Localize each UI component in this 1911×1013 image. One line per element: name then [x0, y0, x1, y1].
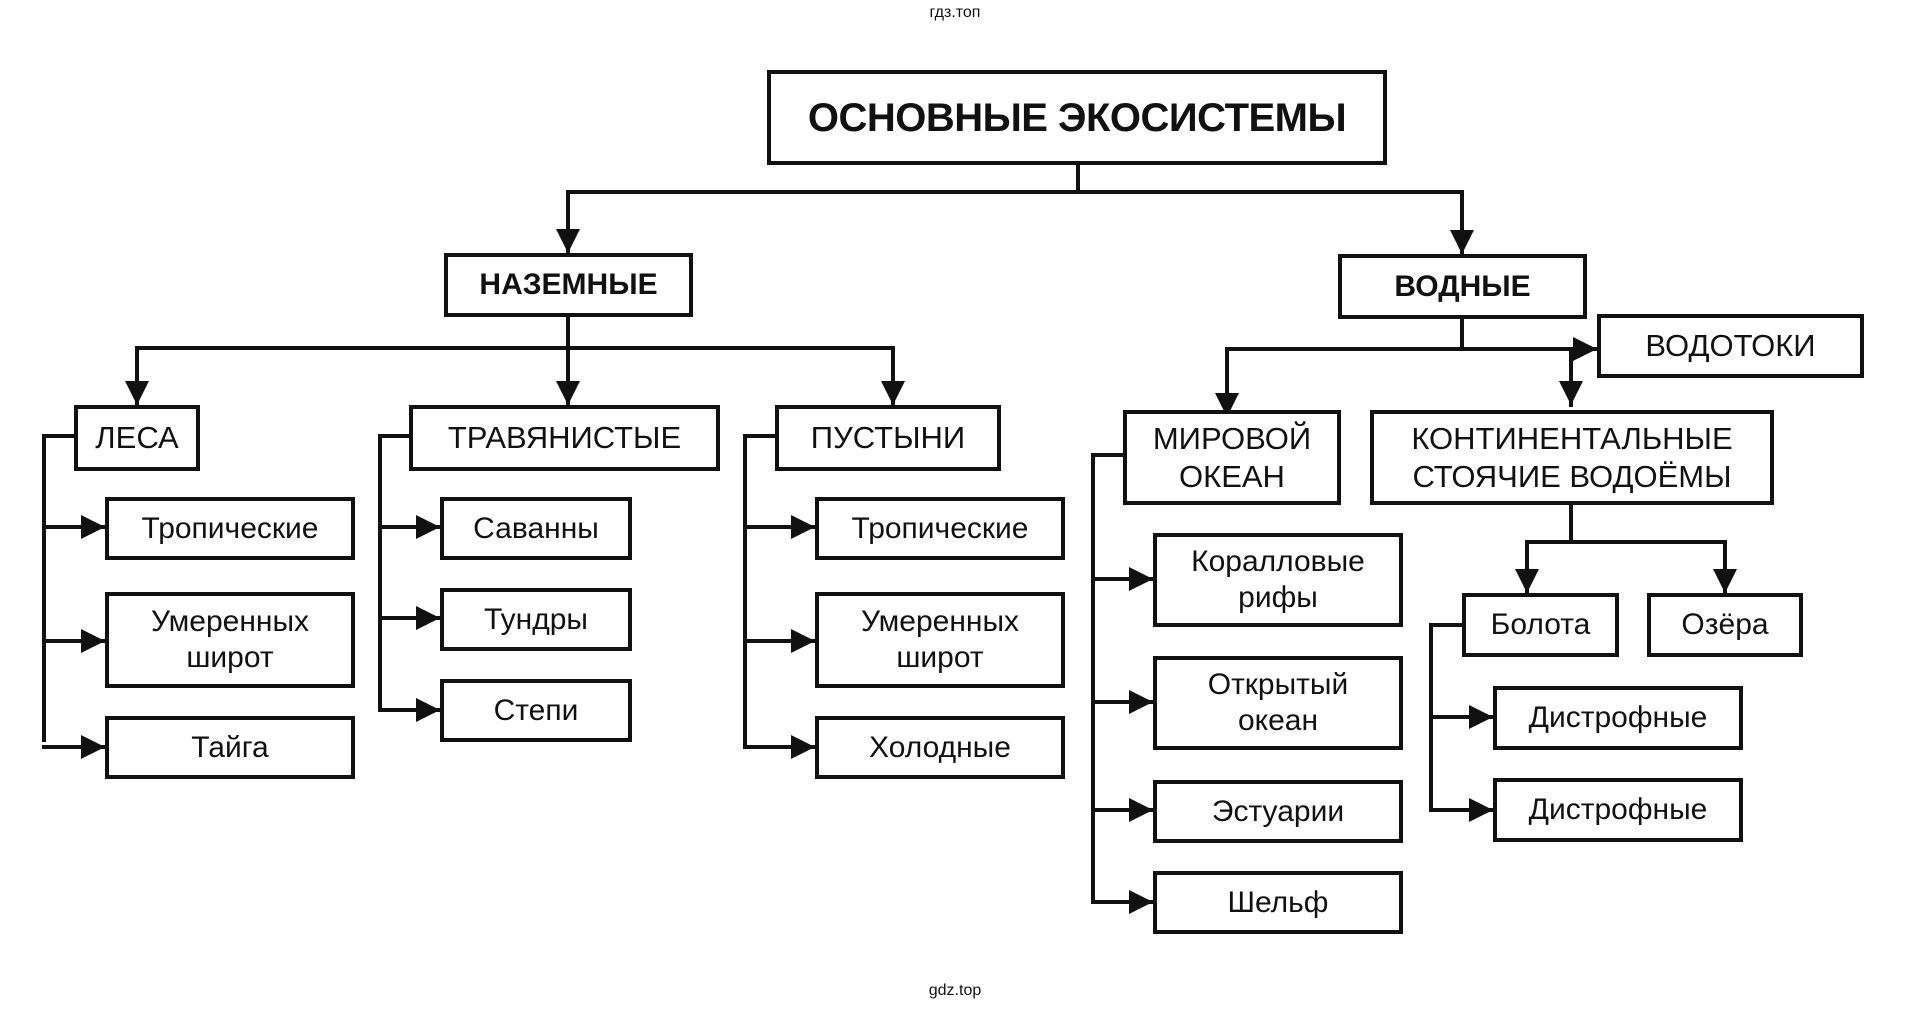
node-root: ОСНОВНЫЕ ЭКОСИСТЕМЫ: [767, 70, 1387, 165]
node-grasslands-steppes: Степи: [440, 679, 632, 742]
node-swamps-dystrophic-1: Дистрофные: [1493, 686, 1743, 750]
node-label: Тропические: [851, 511, 1029, 545]
node-deserts-tropical: Тропические: [815, 497, 1065, 560]
node-continental: КОНТИНЕНТАЛЬНЫЕ СТОЯЧИЕ ВОДОЁМЫ: [1370, 410, 1774, 505]
node-label: Открытый океан: [1207, 668, 1349, 737]
watermark-top: гдз.топ: [929, 4, 981, 21]
node-forests: ЛЕСА: [74, 405, 200, 471]
node-ocean-label: МИРОВОЙ ОКЕАН: [1152, 421, 1312, 494]
node-ocean-open: Открытый океан: [1153, 656, 1403, 750]
node-ocean-coral-reefs: Коралловые рифы: [1153, 533, 1403, 627]
node-deserts: ПУСТЫНИ: [775, 405, 1001, 471]
node-label: Саванны: [473, 511, 599, 545]
watermark-bottom: gdz.top: [928, 982, 982, 999]
node-label: Коралловые рифы: [1191, 545, 1365, 614]
node-label: Эстуарии: [1211, 794, 1345, 828]
connector-grasslands-spine: [378, 434, 411, 712]
node-forests-label: ЛЕСА: [95, 420, 179, 456]
connector-ocean-spine: [1091, 453, 1125, 904]
node-swamps: Болота: [1462, 593, 1619, 657]
node-label: Дистрофные: [1528, 701, 1708, 734]
node-deserts-cold: Холодные: [815, 716, 1065, 779]
node-deserts-label: ПУСТЫНИ: [810, 420, 966, 456]
node-lakes-label: Озёра: [1681, 608, 1769, 641]
node-forests-tropical: Тропические: [105, 497, 355, 560]
node-continental-label: КОНТИНЕНТАЛЬНЫЕ СТОЯЧИЕ ВОДОЁМЫ: [1411, 421, 1733, 494]
node-forests-taiga: Тайга: [105, 716, 355, 779]
connector-forests-spine: [42, 434, 76, 742]
node-ocean: МИРОВОЙ ОКЕАН: [1123, 410, 1341, 505]
node-terrestrial: НАЗЕМНЫЕ: [444, 253, 693, 317]
node-deserts-temperate: Умеренных широт: [815, 592, 1065, 688]
node-ocean-shelf: Шельф: [1153, 871, 1403, 934]
node-label: Дистрофные: [1528, 793, 1708, 826]
node-label: Умеренных широт: [860, 605, 1020, 674]
node-root-label: ОСНОВНЫЕ ЭКОСИСТЕМЫ: [807, 95, 1347, 140]
node-grasslands-savannas: Саванны: [440, 497, 632, 560]
node-streams-label: ВОДОТОКИ: [1645, 328, 1816, 364]
node-forests-temperate: Умеренных широт: [105, 592, 355, 688]
node-label: Холодные: [869, 730, 1011, 764]
node-label: Тундры: [484, 602, 588, 636]
node-aquatic: ВОДНЫЕ: [1338, 254, 1587, 319]
node-ocean-estuaries: Эстуарии: [1153, 780, 1403, 843]
node-grasslands: ТРАВЯНИСТЫЕ: [409, 405, 720, 471]
node-streams: ВОДОТОКИ: [1597, 314, 1864, 378]
connector-deserts-spine: [743, 434, 777, 749]
connector-swamps-spine: [1429, 623, 1464, 812]
node-swamps-dystrophic-2: Дистрофные: [1493, 778, 1743, 842]
node-label: Тропические: [141, 511, 319, 545]
node-label: Умеренных широт: [150, 605, 310, 674]
node-terrestrial-label: НАЗЕМНЫЕ: [479, 268, 658, 301]
node-grasslands-label: ТРАВЯНИСТЫЕ: [447, 420, 682, 456]
node-lakes: Озёра: [1647, 593, 1803, 657]
node-label: Степи: [493, 693, 579, 727]
node-label: Шельф: [1227, 885, 1329, 919]
node-aquatic-label: ВОДНЫЕ: [1394, 269, 1531, 303]
node-grasslands-tundras: Тундры: [440, 588, 632, 651]
node-swamps-label: Болота: [1490, 608, 1591, 641]
node-label: Тайга: [191, 730, 269, 764]
